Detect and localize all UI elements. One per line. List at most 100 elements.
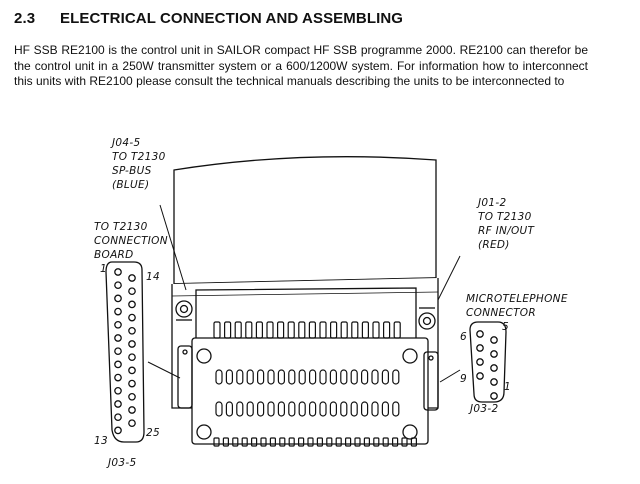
db9-connector [469, 321, 507, 403]
comb-tooth [255, 321, 263, 339]
label-j04-line4: (BLUE) [112, 179, 149, 191]
db25-pin [128, 379, 136, 388]
db25-pin [114, 294, 122, 303]
terminal-pin [246, 369, 254, 385]
db25-pin [114, 268, 122, 276]
db25-pin [128, 353, 136, 362]
db25-pin [114, 360, 122, 369]
terminal-pin [277, 401, 285, 417]
comb-tooth [269, 437, 276, 447]
comb-tooth [298, 437, 305, 447]
db25-pin [128, 340, 136, 348]
label-board-line3: BOARD [94, 249, 134, 261]
terminal-pin [392, 401, 400, 417]
label-j01-line2: TO T2130 [478, 211, 532, 223]
comb-tooth [279, 437, 286, 447]
terminal-pin [371, 369, 379, 385]
terminal-pin [298, 369, 306, 385]
label-board-line2: CONNECTION [94, 235, 168, 247]
comb-tooth [245, 321, 253, 339]
comb-tooth [232, 437, 239, 447]
terminal-pin [236, 369, 244, 385]
terminal-pin [267, 369, 275, 385]
terminal-pin [350, 401, 358, 417]
terminal-pin [215, 369, 223, 385]
comb-tooth [326, 437, 333, 447]
terminal-pin [340, 401, 348, 417]
terminal-pin [225, 401, 233, 417]
db25-pin [114, 347, 122, 356]
terminal-pin [309, 369, 317, 385]
comb-tooth [266, 321, 274, 339]
coax-connector-left [175, 300, 193, 321]
comb-tooth [224, 321, 232, 339]
db25-pin [114, 334, 122, 342]
comb-tooth [340, 321, 348, 339]
comb-tooth [241, 437, 248, 447]
section-title: ELECTRICAL CONNECTION AND ASSEMBLING [60, 10, 404, 27]
terminal-pin [288, 401, 296, 417]
label-j01-line4: (RED) [478, 239, 510, 251]
section-number: 2.3 [14, 10, 36, 27]
comb-tooth [222, 437, 229, 447]
unit-body [173, 156, 437, 285]
pin-label-1-small: 1 [504, 381, 511, 393]
comb-tooth [213, 321, 221, 339]
comb-tooth [213, 437, 220, 447]
comb-tooth [308, 321, 316, 339]
comb-tooth [319, 321, 327, 339]
terminal-pin [361, 369, 369, 385]
comb-tooth [251, 437, 258, 447]
label-j04-line2: TO T2130 [112, 151, 166, 163]
label-j04-line3: SP-BUS [112, 165, 152, 177]
section-heading: 2.3 ELECTRICAL CONNECTION AND ASSEMBLING [14, 10, 403, 27]
comb-tooth [372, 321, 380, 339]
comb-tooth [316, 437, 323, 447]
comb-tooth [277, 321, 285, 339]
terminal-pin [246, 401, 254, 417]
label-micro-line2: CONNECTOR [466, 307, 536, 319]
label-j04-line1: J04-5 [110, 137, 140, 149]
comb-tooth [288, 437, 295, 447]
pin-label-5: 5 [502, 321, 509, 333]
comb-tooth [393, 321, 401, 339]
db25-pin [128, 274, 136, 282]
terminal-row-2 [215, 401, 400, 417]
comb-tooth [287, 321, 295, 339]
terminal-pin [298, 401, 306, 417]
comb-tooth [373, 437, 380, 447]
terminal-pin [257, 369, 265, 385]
comb-tooth [335, 437, 342, 447]
terminal-pin [371, 401, 379, 417]
terminal-pin [381, 401, 389, 417]
pin-label-6: 6 [460, 331, 467, 343]
terminal-pin [350, 369, 358, 385]
pin-label-9: 9 [460, 373, 467, 385]
terminal-pin [319, 369, 327, 385]
label-board-line1: TO T2130 [94, 221, 148, 233]
comb-tooth [345, 437, 352, 447]
comb-tooth [298, 321, 306, 339]
comb-tooth [307, 437, 314, 447]
db25-pin [128, 300, 136, 309]
db25-pin [114, 281, 122, 290]
terminal-row-1 [215, 369, 400, 385]
terminal-pin [329, 369, 337, 385]
rear-panel [171, 278, 439, 409]
terminal-pin [225, 369, 233, 385]
db25-pin [128, 392, 136, 401]
label-j03-5: J03-5 [106, 457, 136, 469]
pin-label-13: 13 [94, 435, 108, 447]
db25-connector [105, 261, 145, 443]
db25-pin [128, 326, 136, 335]
db25-pin [114, 400, 122, 408]
db25-pin [114, 320, 122, 329]
terminal-comb-bottom [213, 437, 417, 447]
db25-pin [128, 419, 136, 428]
terminal-pin [267, 401, 275, 417]
comb-tooth [330, 321, 338, 339]
db25-pin [128, 366, 136, 375]
coax-connector-right [418, 307, 436, 330]
comb-tooth [382, 437, 389, 447]
terminal-pin [288, 369, 296, 385]
